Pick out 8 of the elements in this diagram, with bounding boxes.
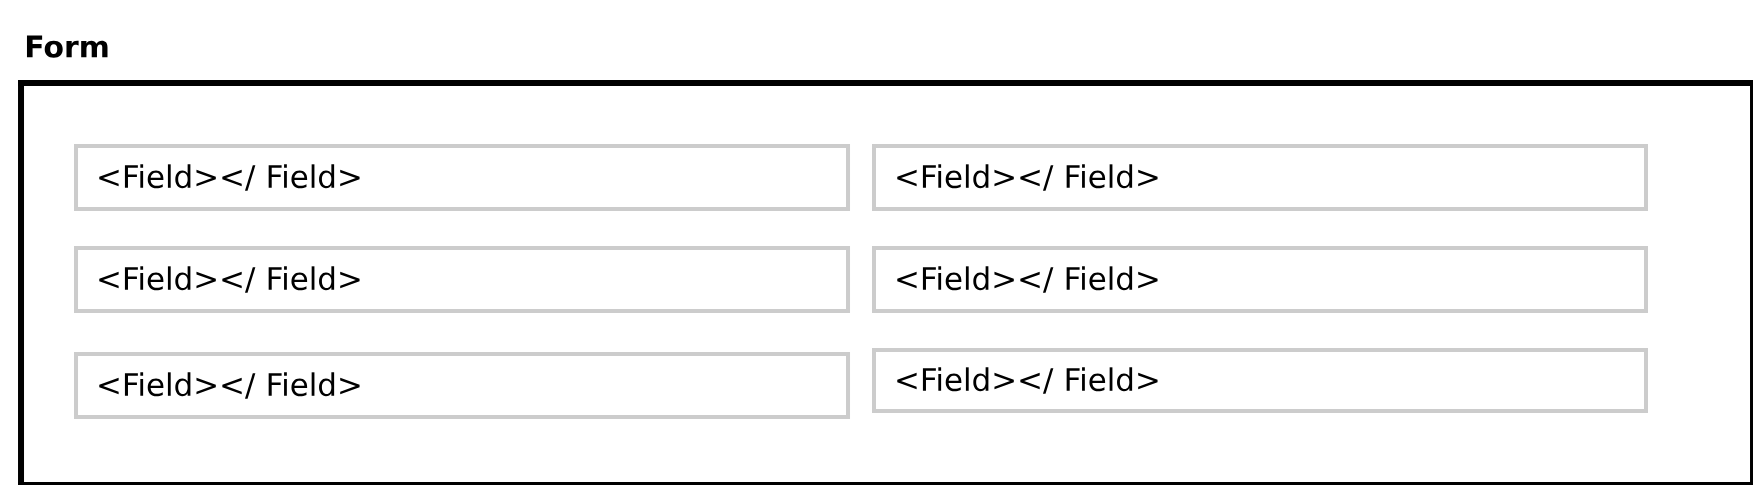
input-field: <Field></ Field>: [74, 352, 850, 419]
form-frame: [18, 80, 1753, 485]
input-field: <Field></ Field>: [74, 144, 850, 211]
input-field: <Field></ Field>: [872, 246, 1648, 313]
input-field: <Field></ Field>: [74, 246, 850, 313]
input-field: <Field></ Field>: [872, 144, 1648, 211]
input-field: <Field></ Field>: [872, 348, 1648, 413]
form-title: Form: [26, 35, 108, 58]
